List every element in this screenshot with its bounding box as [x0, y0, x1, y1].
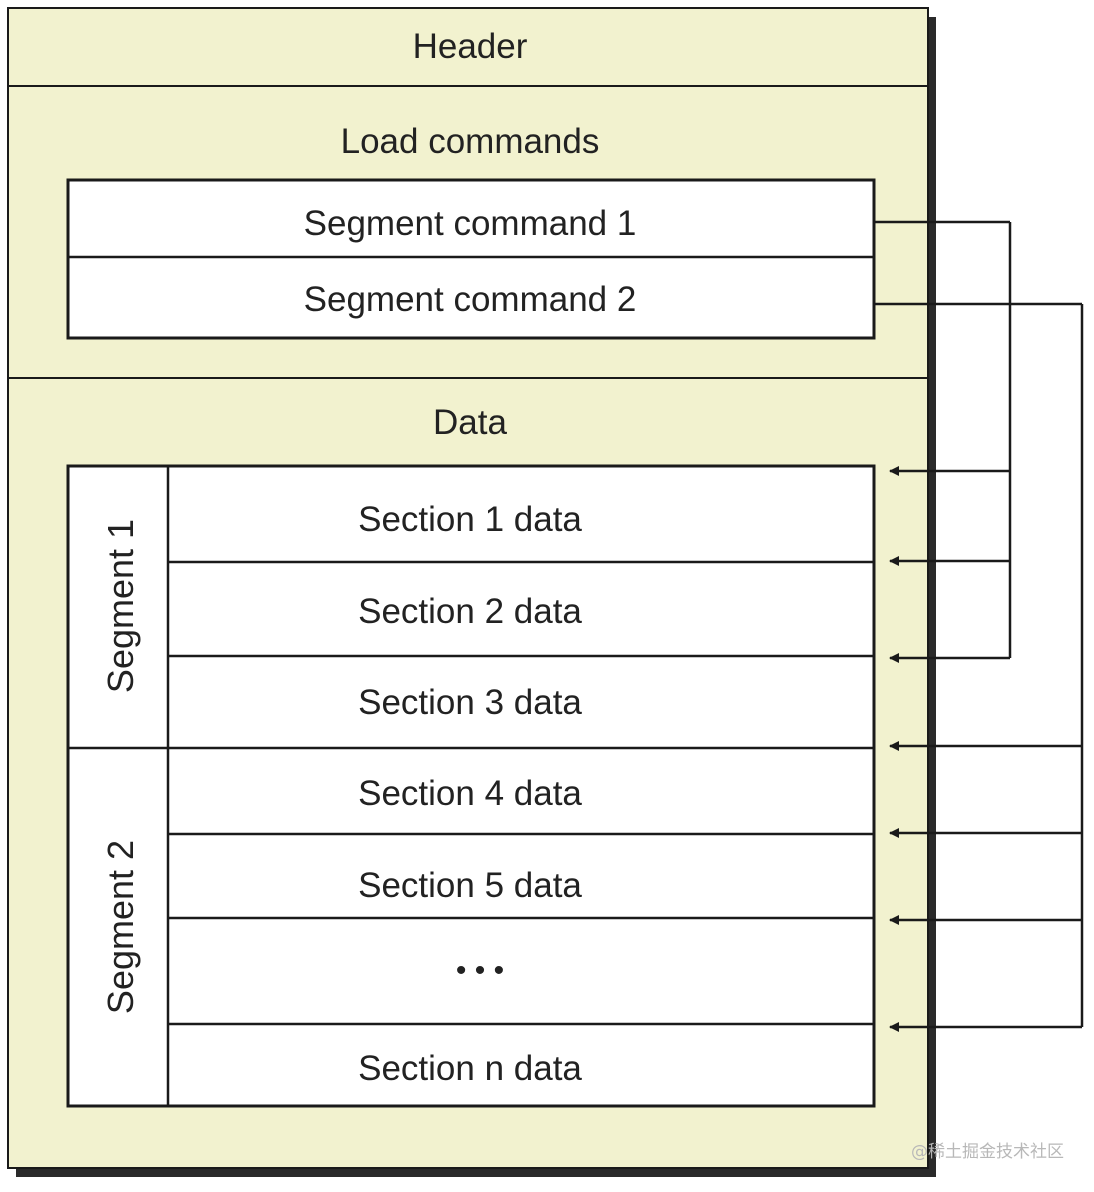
segment-command-2: Segment command 2 [304, 280, 637, 319]
data-box [66, 464, 876, 1108]
watermark: @稀土掘金技术社区 [911, 1142, 1064, 1162]
header-label: Header [413, 27, 528, 66]
section-5-label: Section 5 data [358, 866, 582, 905]
section-2-label: Section 2 data [358, 592, 582, 631]
section-n-label: Section n data [358, 1049, 582, 1088]
segment-1-label: Segment 1 [100, 519, 141, 693]
data-label: Data [433, 403, 507, 442]
section-4-label: Section 4 data [358, 774, 582, 813]
ellipsis-label: • • • [456, 954, 504, 987]
segment-2-label: Segment 2 [100, 840, 141, 1014]
section-1-label: Section 1 data [358, 500, 582, 539]
segment-command-1: Segment command 1 [304, 204, 637, 243]
load-commands-label: Load commands [341, 122, 600, 161]
section-3-label: Section 3 data [358, 683, 582, 722]
load-commands-box [66, 178, 876, 340]
